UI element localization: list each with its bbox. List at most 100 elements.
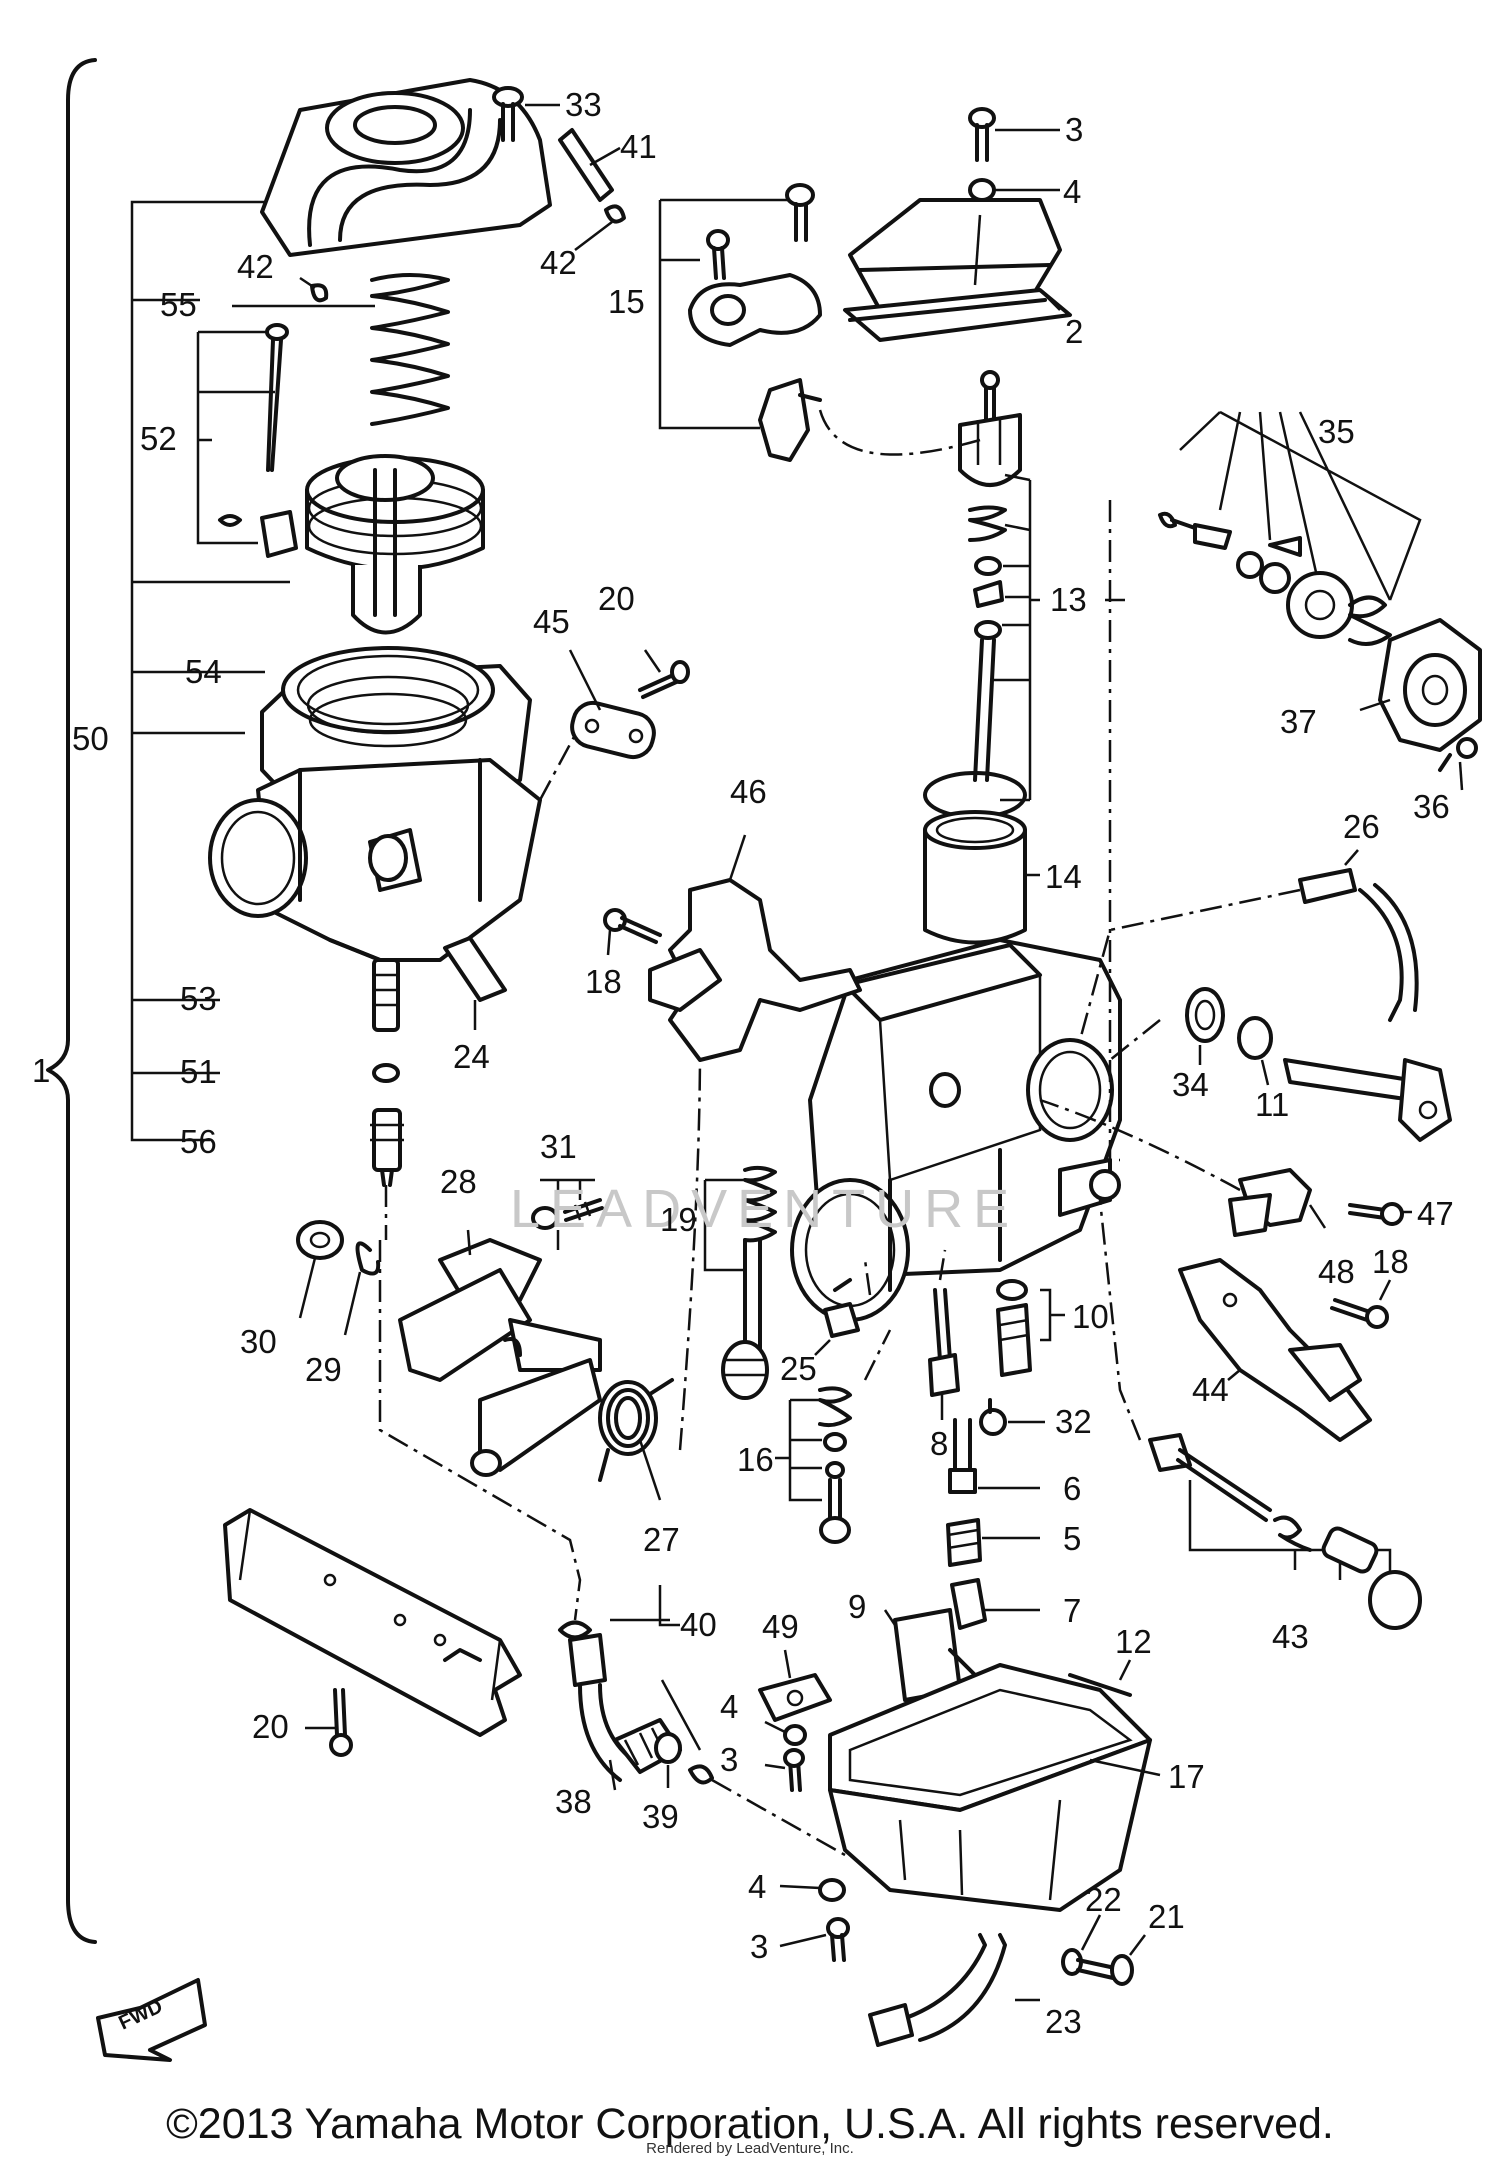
callout-24: 24 [453,1038,490,1075]
callout-22: 22 [1085,1881,1122,1918]
part-11-washer [1237,1016,1273,1060]
callout-3: 3 [720,1741,739,1778]
group-40-bracket [658,1585,702,1751]
callout-43: 43 [1272,1618,1309,1655]
part-27-spring [598,1378,674,1482]
callout-2: 2 [1065,313,1084,350]
part-55-spring [370,273,450,426]
part-8-jet [928,1288,960,1397]
part-47-screw [1348,1202,1404,1226]
callout-4: 4 [748,1868,767,1905]
part-20-screw-upper [638,660,690,699]
callout-53: 53 [180,980,217,1017]
callout-25: 25 [780,1350,817,1387]
part-17-bowl [828,1663,1152,1912]
part-53-jet [372,958,400,1032]
callout-42: 42 [540,244,577,281]
part-37-housing [1378,618,1482,752]
callout-4: 4 [1063,173,1082,210]
callout-20: 20 [252,1708,289,1745]
part-34-seal [1185,987,1225,1043]
part-31-screw [531,1198,604,1230]
part-28-lever [398,1238,602,1477]
group-15-bracket [658,198,805,430]
part-19-screw [721,1165,777,1400]
part-2-cover [843,198,1072,342]
callout-47: 47 [1417,1195,1454,1232]
part-24-pin [443,936,507,1002]
top-cover [260,78,552,257]
callout-37: 37 [1280,703,1317,740]
part-12-pin [1068,1673,1132,1697]
part-26-hose [1298,868,1419,1022]
part-42-clip-left [310,283,329,303]
part-15-lever [688,183,822,462]
part-3-screw-top [968,107,996,162]
callout-13: 13 [1050,581,1087,618]
part-14-piston [923,771,1027,945]
callout-44: 44 [1192,1371,1229,1408]
callout-35: 35 [1318,413,1355,450]
fwd-arrow-icon [96,1978,207,2062]
callout-11: 11 [1255,1086,1290,1123]
callout-27: 27 [643,1521,680,1558]
part-29-clip [355,1241,381,1276]
part-20-screw-lower [329,1688,353,1757]
callout-1: 1 [32,1052,51,1089]
rendered-by-notice: Rendered by LeadVenture, Inc. [646,2140,854,2157]
callout-32: 32 [1055,1403,1092,1440]
callout-23: 23 [1045,2003,1082,2040]
callout-26: 26 [1343,808,1380,845]
shaft [1283,1058,1452,1142]
callout-42: 42 [237,248,274,285]
part-18-bolt-right [1330,1298,1389,1329]
main-body [790,938,1122,1322]
upper-body-50 [208,646,542,982]
callout-31: 31 [540,1128,577,1165]
callout-10: 10 [1072,1298,1109,1335]
callout-45: 45 [533,603,570,640]
callout-29: 29 [305,1351,342,1388]
callout-18: 18 [1372,1243,1409,1280]
part-41-hose [558,128,614,202]
callout-55: 55 [160,286,197,323]
callout-5: 5 [1063,1520,1082,1557]
part-35-parts [1158,511,1392,646]
callout-38: 38 [555,1783,592,1820]
callout-36: 36 [1413,788,1450,825]
part-44-lever [1178,1258,1372,1442]
diaphragm-piston [305,454,485,635]
subassembly-50-bracket [130,200,292,1142]
callout-15: 15 [608,283,645,320]
part-4-washer-low [818,1878,846,1902]
callout-12: 12 [1115,1623,1152,1660]
part-4-washer-top [968,178,996,202]
callout-50: 50 [72,720,109,757]
part-3-screw-mid [783,1748,805,1792]
part-13-stack [958,370,1022,782]
part-45-plate [570,700,656,760]
watermark: LEADVENTURE [510,1179,1020,1239]
part-23-hose [868,1933,1007,2047]
part-33-screw [492,86,524,142]
callout-49: 49 [762,1608,799,1645]
part-30-nut [296,1220,344,1260]
part-16-screw [818,1386,852,1544]
callout-7: 7 [1063,1592,1082,1629]
part-43-screw [1148,1433,1422,1630]
callout-46: 46 [730,773,767,810]
part-36-screw [1438,737,1478,772]
group-35-bracket [1179,410,1422,601]
callout-51: 51 [180,1053,217,1090]
part-5-jet [946,1518,982,1567]
callout-33: 33 [565,86,602,123]
callout-34: 34 [1172,1066,1209,1103]
part-39-clip [654,1732,682,1764]
callout-52: 52 [140,420,177,457]
callout-8: 8 [930,1425,949,1462]
part-10-jet [996,1279,1032,1377]
callout-30: 30 [240,1323,277,1360]
callout-40: 40 [680,1606,717,1643]
